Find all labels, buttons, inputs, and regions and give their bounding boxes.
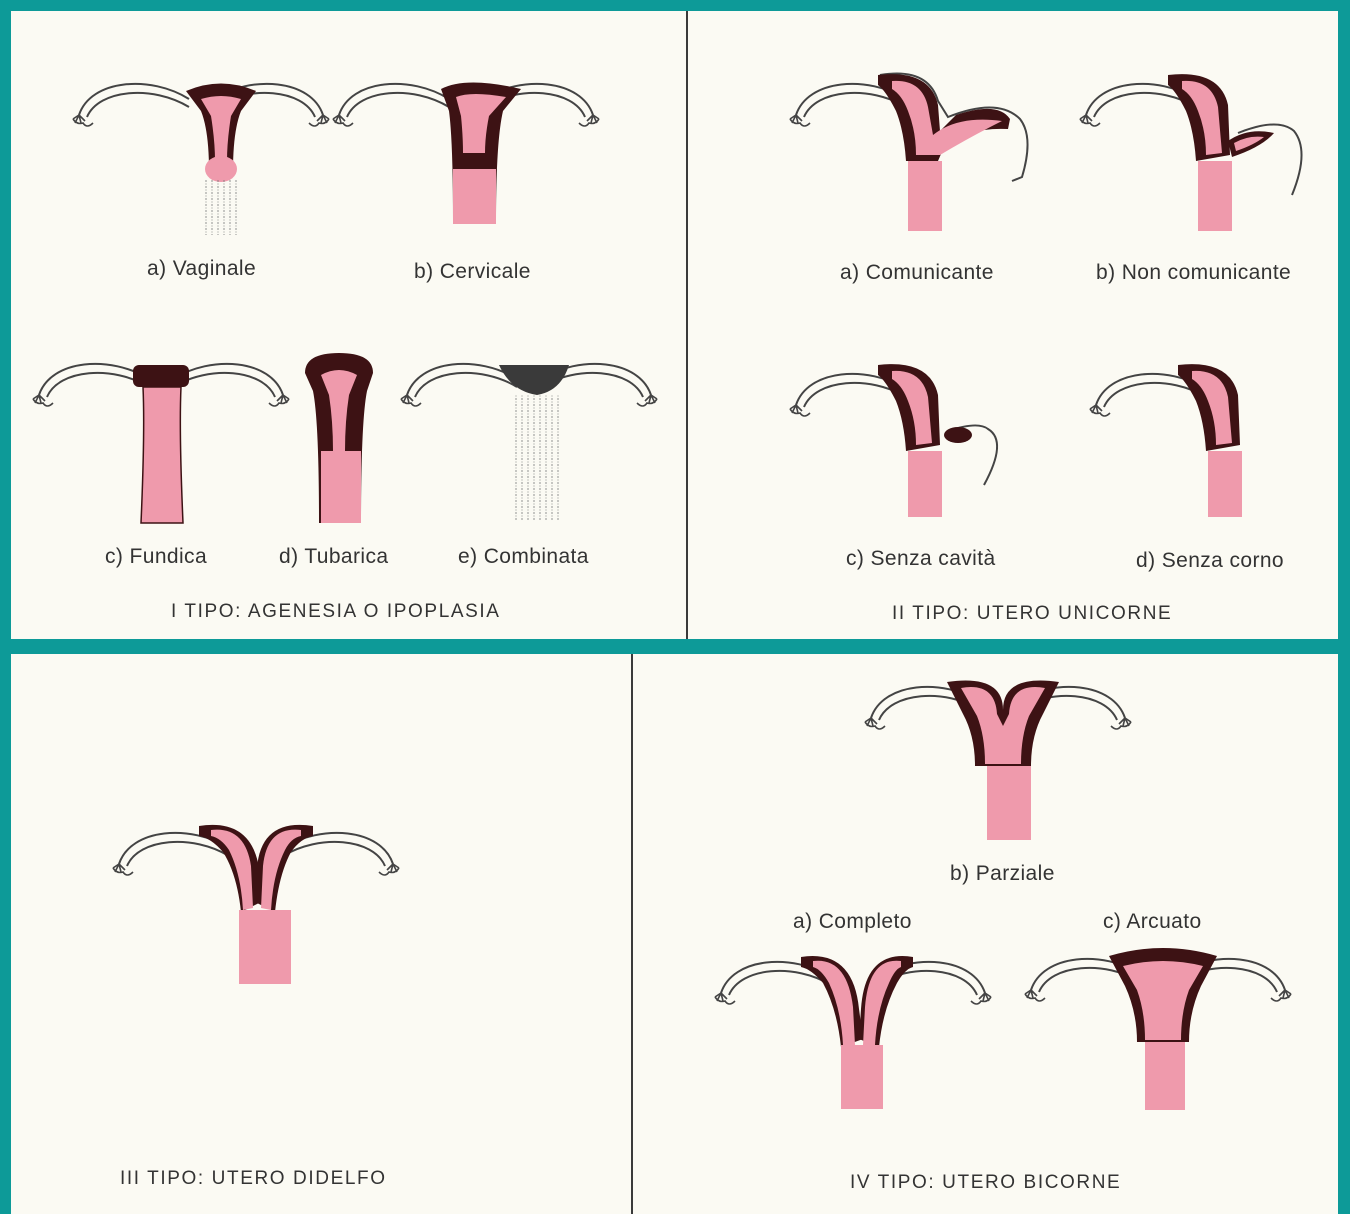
panel-type-1: a) Vaginale b) Cervicale c) Fundica d) T… [11, 11, 687, 639]
panel-type-2: a) Comunicante b) Non comunicante c) Sen… [688, 11, 1338, 639]
label-comunicante: a) Comunicante [840, 261, 994, 285]
figure-didelfo [111, 814, 411, 994]
figure-comunicante [788, 61, 1048, 251]
label-combinata: e) Combinata [458, 545, 589, 569]
title-type-1: I TIPO: AGENESIA O IPOPLASIA [171, 601, 501, 623]
title-type-4: IV TIPO: UTERO BICORNE [850, 1172, 1121, 1194]
label-arcuato: c) Arcuato [1103, 910, 1202, 934]
label-cervicale: b) Cervicale [414, 260, 531, 284]
figure-non-comunicante [1078, 61, 1338, 251]
label-fundica: c) Fundica [105, 545, 207, 569]
figure-tubarica [301, 351, 381, 541]
label-vaginale: a) Vaginale [147, 257, 256, 281]
figure-arcuato [1023, 946, 1303, 1116]
figure-parziale [863, 674, 1143, 844]
figure-vaginale [71, 61, 331, 251]
label-senza-corno: d) Senza corno [1136, 549, 1284, 573]
label-tubarica: d) Tubarica [279, 545, 388, 569]
label-completo: a) Completo [793, 910, 912, 934]
panel-type-4: b) Parziale a) Completo c) Arcuato IV TI… [633, 654, 1338, 1214]
title-type-2: II TIPO: UTERO UNICORNE [892, 603, 1172, 625]
figure-cervicale [331, 61, 601, 251]
label-non-comunicante: b) Non comunicante [1096, 261, 1291, 285]
label-parziale: b) Parziale [950, 862, 1055, 886]
figure-completo [713, 949, 1003, 1119]
figure-senza-cavita [788, 351, 1048, 531]
figure-combinata [399, 351, 659, 541]
figure-senza-corno [1088, 351, 1268, 531]
label-senza-cavita: c) Senza cavità [846, 547, 996, 571]
panel-type-3: III TIPO: UTERO DIDELFO [11, 654, 631, 1214]
title-type-3: III TIPO: UTERO DIDELFO [120, 1168, 387, 1190]
figure-fundica [31, 351, 291, 541]
